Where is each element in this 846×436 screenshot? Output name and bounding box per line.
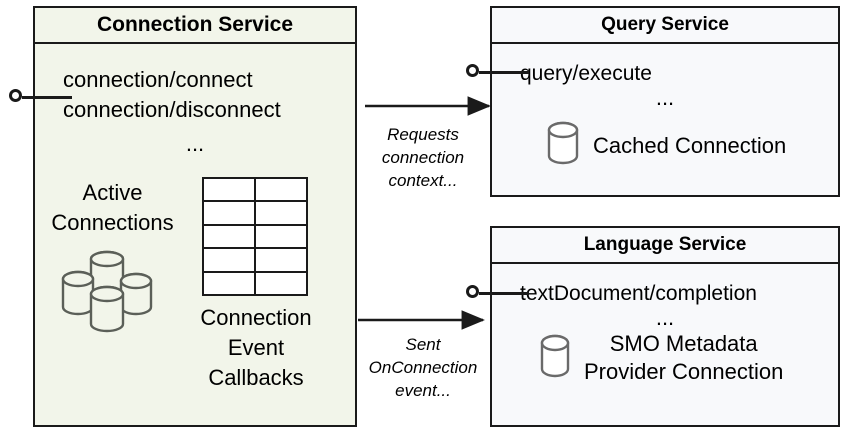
language-service-interface-ellipsis: ... bbox=[655, 305, 675, 330]
connection-service-interface-list: connection/connect connection/disconnect bbox=[63, 67, 281, 122]
table-row bbox=[202, 247, 308, 273]
table-cell bbox=[202, 200, 256, 226]
query-service-artifact: Cached Connection bbox=[545, 120, 786, 171]
database-cylinder-cluster-icon bbox=[53, 246, 171, 336]
component-query-service[interactable]: Query Service query/execute ... bbox=[490, 6, 840, 197]
edge-label-sent-onconnection-event: Sent OnConnection event... bbox=[368, 335, 478, 400]
connection-service-title: Connection Service bbox=[35, 8, 355, 44]
table-cell bbox=[254, 247, 308, 273]
table-grid-icon bbox=[202, 176, 308, 297]
table-cell bbox=[254, 223, 308, 250]
table-cell bbox=[202, 223, 256, 250]
table-cell bbox=[254, 176, 308, 203]
query-service-title: Query Service bbox=[492, 8, 838, 44]
smo-metadata-provider-connection-label: SMO Metadata Provider Connection bbox=[584, 331, 784, 384]
lollipop-stem bbox=[22, 96, 72, 99]
language-service-title: Language Service bbox=[492, 228, 838, 264]
cached-connection-label: Cached Connection bbox=[593, 132, 787, 158]
table-row bbox=[202, 270, 308, 297]
lollipop-ball-icon bbox=[466, 285, 479, 298]
active-connections-label: Active Connections bbox=[51, 180, 174, 235]
lollipop-ball-icon bbox=[466, 64, 479, 77]
database-cylinder-icon bbox=[538, 333, 572, 384]
language-service-interface-list: textDocument/completion bbox=[520, 282, 757, 305]
database-cylinder-icon bbox=[545, 120, 581, 171]
component-language-service[interactable]: Language Service textDocument/completion… bbox=[490, 226, 840, 427]
connection-event-callbacks-label: Connection Event Callbacks bbox=[200, 305, 312, 390]
lollipop-stem bbox=[479, 292, 529, 295]
table-cell bbox=[202, 247, 256, 273]
lollipop-ball-icon bbox=[9, 89, 22, 102]
query-service-interface-ellipsis: ... bbox=[655, 85, 675, 110]
table-cell bbox=[202, 176, 256, 203]
table-cell bbox=[254, 270, 308, 297]
table-row bbox=[202, 176, 308, 203]
query-service-interface-list: query/execute bbox=[520, 62, 652, 85]
table-cell bbox=[254, 200, 308, 226]
connection-service-interface-ellipsis: ... bbox=[185, 131, 205, 156]
table-row bbox=[202, 223, 308, 250]
table-row bbox=[202, 200, 308, 226]
lollipop-stem bbox=[479, 71, 529, 74]
table-cell bbox=[202, 270, 256, 297]
language-service-artifact: SMO Metadata Provider Connection bbox=[538, 330, 783, 386]
edge-label-requests-connection-context: Requests connection context... bbox=[381, 125, 465, 190]
